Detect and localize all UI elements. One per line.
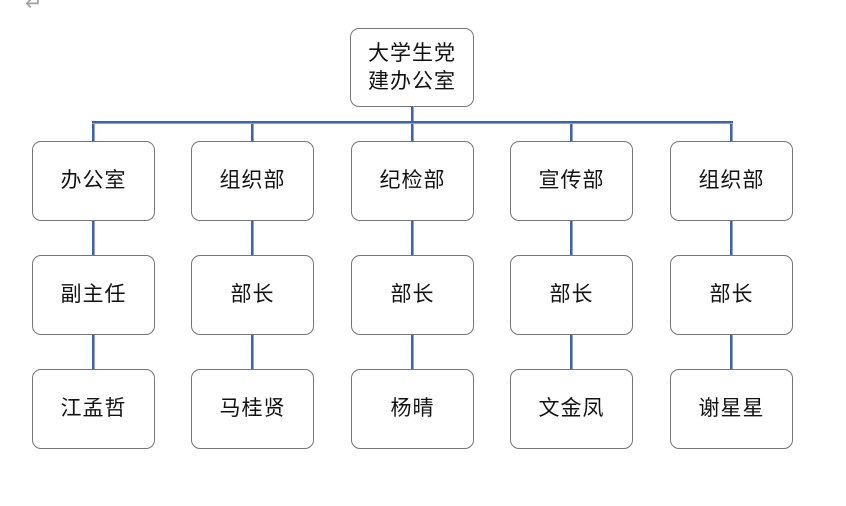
org-node-title-5[interactable]: 部长 [670,255,793,335]
connector-col1-dept-title [92,221,95,255]
connector-col2-title-person [251,335,254,369]
org-node-title-1[interactable]: 副主任 [32,255,155,335]
connector-horizontal-bus [92,121,733,124]
connector-drop-col4 [570,124,573,141]
node-label: 副主任 [60,283,127,306]
node-label: 组织部 [219,169,286,192]
connector-col3-title-person [411,335,414,369]
connector-root-stem [411,106,414,121]
connector-col4-dept-title [570,221,573,255]
org-node-root-label-line1: 大学生党 [368,41,456,65]
node-label: 文金凤 [538,397,605,420]
node-label: 部长 [549,283,594,306]
org-node-title-4[interactable]: 部长 [510,255,633,335]
node-label: 谢星星 [698,397,765,420]
connector-drop-col3 [411,124,414,141]
org-node-department-2[interactable]: 组织部 [191,141,314,221]
node-label: 纪检部 [379,169,446,192]
org-node-root[interactable]: 大学生党 建办公室 [350,28,474,107]
org-node-department-1[interactable]: 办公室 [32,141,155,221]
connector-drop-col2 [251,124,254,141]
connector-col5-dept-title [730,221,733,255]
org-node-person-2[interactable]: 马桂贤 [191,369,314,449]
org-node-person-1[interactable]: 江孟哲 [32,369,155,449]
connector-col5-title-person [730,335,733,369]
node-label: 办公室 [60,169,127,192]
node-label: 部长 [390,283,435,306]
connector-drop-col5 [730,124,733,141]
org-node-title-3[interactable]: 部长 [351,255,474,335]
org-node-person-4[interactable]: 文金凤 [510,369,633,449]
node-label: 马桂贤 [219,397,286,420]
org-node-department-4[interactable]: 宣传部 [510,141,633,221]
org-node-title-2[interactable]: 部长 [191,255,314,335]
connector-col1-title-person [92,335,95,369]
org-node-department-5[interactable]: 组织部 [670,141,793,221]
connector-col3-dept-title [411,221,414,255]
node-label: 杨晴 [390,397,435,420]
node-label: 宣传部 [538,169,605,192]
org-node-person-3[interactable]: 杨晴 [351,369,474,449]
node-label: 江孟哲 [60,397,127,420]
org-node-department-3[interactable]: 纪检部 [351,141,474,221]
connector-col4-title-person [570,335,573,369]
node-label: 部长 [709,283,754,306]
paragraph-mark-icon: ↵ [25,0,43,15]
connector-drop-col1 [92,124,95,141]
connector-col2-dept-title [251,221,254,255]
org-node-root-label-line2: 建办公室 [368,69,456,93]
node-label: 组织部 [698,169,765,192]
org-node-person-5[interactable]: 谢星星 [670,369,793,449]
node-label: 部长 [230,283,275,306]
